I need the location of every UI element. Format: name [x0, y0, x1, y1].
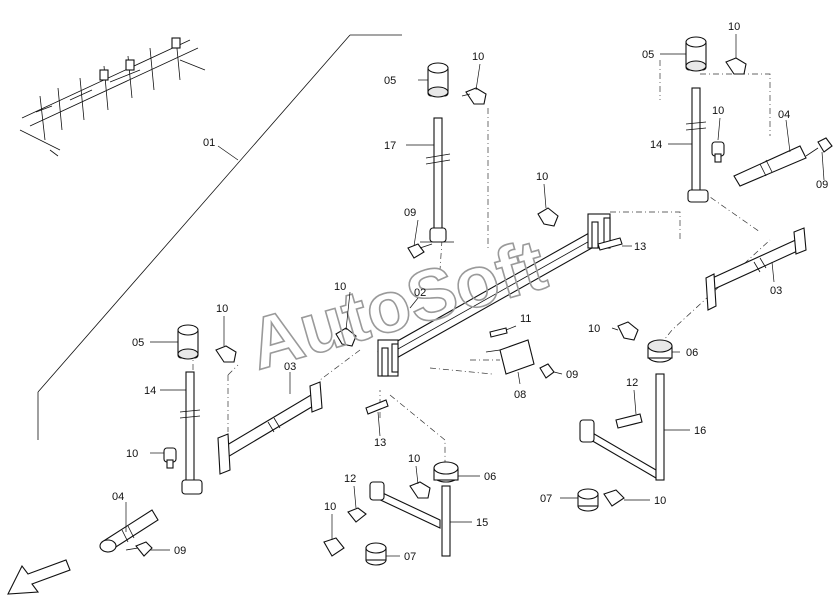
knob-10-bottom-left	[323, 537, 345, 557]
nut-07-left	[365, 542, 387, 566]
callout-03-left: 03	[284, 361, 296, 373]
callout-14-left: 14	[144, 385, 156, 397]
callout-10-left-top: 10	[216, 303, 228, 315]
callout-16: 16	[694, 425, 706, 437]
knob-10-right-low	[617, 321, 639, 341]
knob-10-bar-left	[335, 327, 357, 347]
arm-04-left	[99, 509, 159, 553]
callout-05-left: 05	[132, 337, 144, 349]
callout-05-right: 05	[642, 49, 654, 61]
knob-10-right-top	[725, 57, 747, 75]
assembly-guideline	[37, 34, 402, 440]
callout-10-top: 10	[472, 51, 484, 63]
knob-10-right-mid	[711, 141, 725, 163]
callout-12-left: 12	[344, 473, 356, 485]
nut-06-right	[647, 339, 673, 363]
knob-10-right-bottom	[603, 489, 625, 507]
callout-10-bar-left: 10	[334, 281, 346, 293]
callout-07-right: 07	[540, 493, 552, 505]
bracket-16	[579, 373, 665, 481]
callout-10-right-low: 10	[588, 323, 600, 335]
knob-10-left-top	[215, 345, 237, 363]
callout-09-mid: 09	[566, 369, 578, 381]
callout-09-top: 09	[404, 207, 416, 219]
callout-09-right: 09	[816, 179, 828, 191]
callout-03-right: 03	[770, 285, 782, 297]
callout-04-left: 04	[112, 491, 124, 503]
rail-03-right	[705, 227, 807, 311]
callout-10-right-top: 10	[728, 21, 740, 33]
callout-15: 15	[476, 517, 488, 529]
bolt-13-right	[597, 237, 623, 251]
knob-09-mid	[539, 363, 555, 379]
callout-06-bottom: 06	[484, 471, 496, 483]
clamp-05-right	[685, 36, 707, 72]
callout-07-left: 07	[404, 551, 416, 563]
overview-thumbnail	[19, 37, 206, 157]
post-14-right	[685, 87, 709, 203]
callout-10-bottom-left: 10	[324, 501, 336, 513]
clamp-05-top	[427, 62, 449, 98]
bracket-15	[369, 481, 451, 557]
callout-08: 08	[514, 389, 526, 401]
post-17	[420, 117, 454, 243]
post-14-left	[179, 371, 203, 495]
nut-07-right	[577, 488, 599, 512]
callout-04-right: 04	[778, 109, 790, 121]
callout-02: 02	[414, 287, 426, 299]
knob-09-left	[125, 541, 153, 557]
callout-11: 11	[520, 313, 531, 325]
callout-13-center: 13	[374, 437, 386, 449]
callout-14-right: 14	[650, 139, 662, 151]
callout-17: 17	[384, 140, 396, 152]
callout-12-right: 12	[626, 377, 638, 389]
callout-01: 01	[203, 137, 215, 149]
callout-13-right: 13	[634, 241, 646, 253]
callout-05-top: 05	[384, 75, 396, 87]
bolt-12-right	[615, 413, 643, 429]
knob-09-right	[805, 137, 833, 157]
rail-03-left	[217, 381, 323, 475]
nut-06-bottom	[433, 461, 459, 483]
callout-06-right: 06	[686, 347, 698, 359]
arm-04-right	[733, 145, 807, 187]
screw-11	[489, 327, 508, 338]
knob-10-bar-right	[537, 207, 559, 227]
callout-10-right-mid: 10	[712, 105, 724, 117]
clamp-05-left	[177, 324, 199, 360]
plate-08	[485, 339, 535, 375]
knob-10-bottom	[409, 481, 431, 499]
callout-10-left-mid: 10	[126, 448, 138, 460]
callout-09-left: 09	[174, 545, 186, 557]
knob-09-top	[407, 243, 433, 259]
callout-10-bottom: 10	[408, 453, 420, 465]
bolt-12-left	[347, 507, 367, 523]
direction-arrow-icon	[7, 559, 71, 595]
end-bracket-right	[587, 213, 611, 249]
bolt-13-center	[365, 399, 389, 415]
callout-10-bar-right: 10	[536, 171, 548, 183]
knob-10-left-mid	[163, 447, 177, 469]
callout-10-right-bottom: 10	[654, 495, 666, 507]
callout-labels: 01 02 03 03 04 04 05 05 05 06 06 07 07 0…	[112, 21, 828, 563]
end-bracket-left	[377, 339, 399, 377]
leader-lines	[125, 34, 825, 557]
knob-10-top	[461, 87, 487, 105]
